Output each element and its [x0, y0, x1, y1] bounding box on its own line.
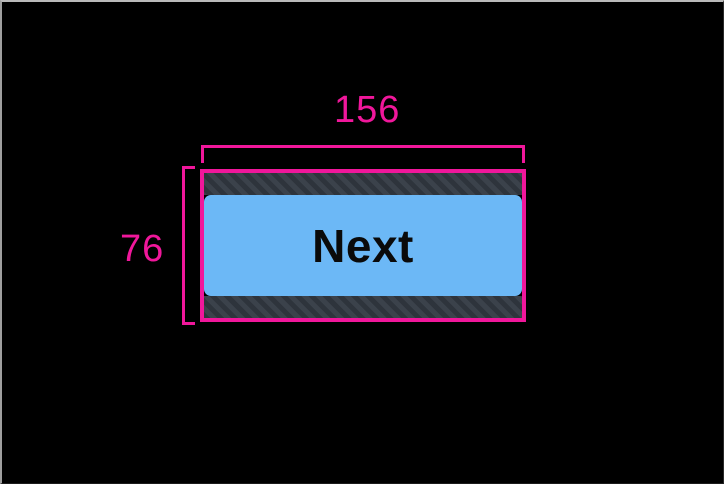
height-measurement-label: 76: [120, 228, 165, 270]
padding-hatch-top-icon: [200, 169, 526, 195]
height-bracket-icon: [182, 166, 195, 325]
next-button[interactable]: Next: [204, 195, 522, 296]
width-bracket-icon: [201, 145, 525, 163]
padding-hatch-bottom-icon: [200, 296, 526, 322]
next-button-label: Next: [312, 219, 414, 272]
width-measurement-label: 156: [334, 89, 401, 131]
measured-widget[interactable]: Next: [200, 169, 526, 322]
